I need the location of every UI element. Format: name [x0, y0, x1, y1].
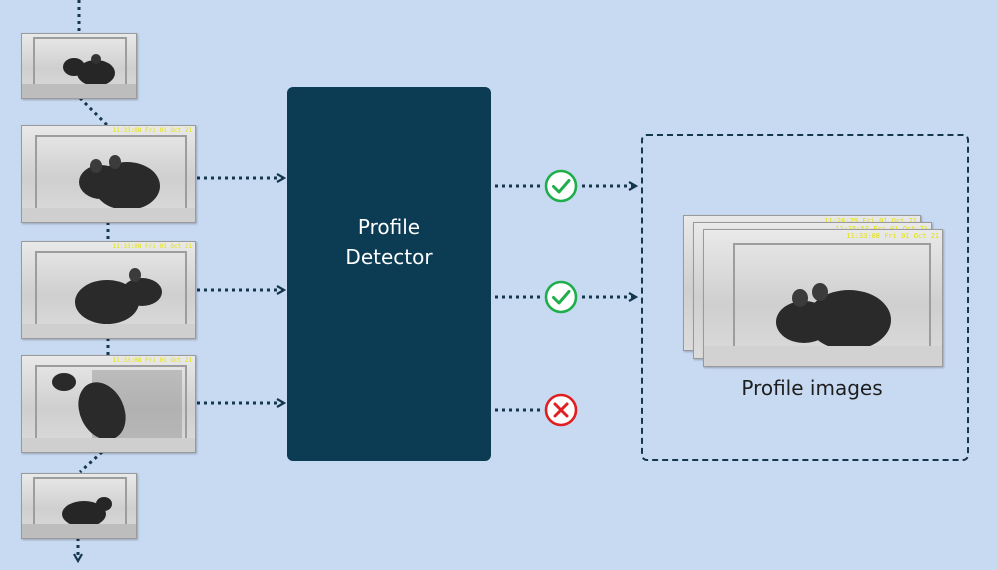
video-frame-1: [21, 33, 137, 99]
timestamp: 11:33:08 Fri 01 Oct 21: [112, 243, 192, 250]
timestamp: 11:33:08 Fri 01 Oct 21: [112, 127, 192, 134]
timestamp: 11:33:08 Fri 01 Oct 21: [846, 232, 939, 240]
video-frame-2: 11:33:08 Fri 01 Oct 21: [21, 125, 196, 223]
timestamp: 11:33:08 Fri 01 Oct 21: [112, 357, 192, 364]
profile-images-group: [641, 134, 969, 461]
video-frame-5: [21, 473, 137, 539]
profile-detector-block: Profile Detector: [287, 87, 491, 461]
profile-image-front: 11:33:08 Fri 01 Oct 21: [703, 229, 943, 367]
mouse-in-cage-image: [22, 365, 195, 452]
mouse-in-cage-image: [22, 37, 136, 98]
check-circle-icon: [544, 169, 578, 203]
mouse-in-cage-image: [22, 477, 136, 538]
video-frame-3: 11:33:08 Fri 01 Oct 21: [21, 241, 196, 339]
mouse-profile-image: [704, 243, 942, 366]
x-circle-icon: [544, 393, 578, 427]
profile-images-label: Profile images: [741, 376, 883, 400]
mouse-in-cage-image: [22, 251, 195, 338]
mouse-in-cage-image: [22, 135, 195, 222]
sequence-connector: [78, 96, 110, 128]
video-frame-4: 11:33:08 Fri 01 Oct 21: [21, 355, 196, 453]
timestamp: 11:26:29 Fri 01 Oct 21: [824, 217, 917, 225]
sequence-connector: [78, 450, 104, 474]
detector-label: Profile Detector: [345, 215, 433, 269]
check-circle-icon: [544, 280, 578, 314]
